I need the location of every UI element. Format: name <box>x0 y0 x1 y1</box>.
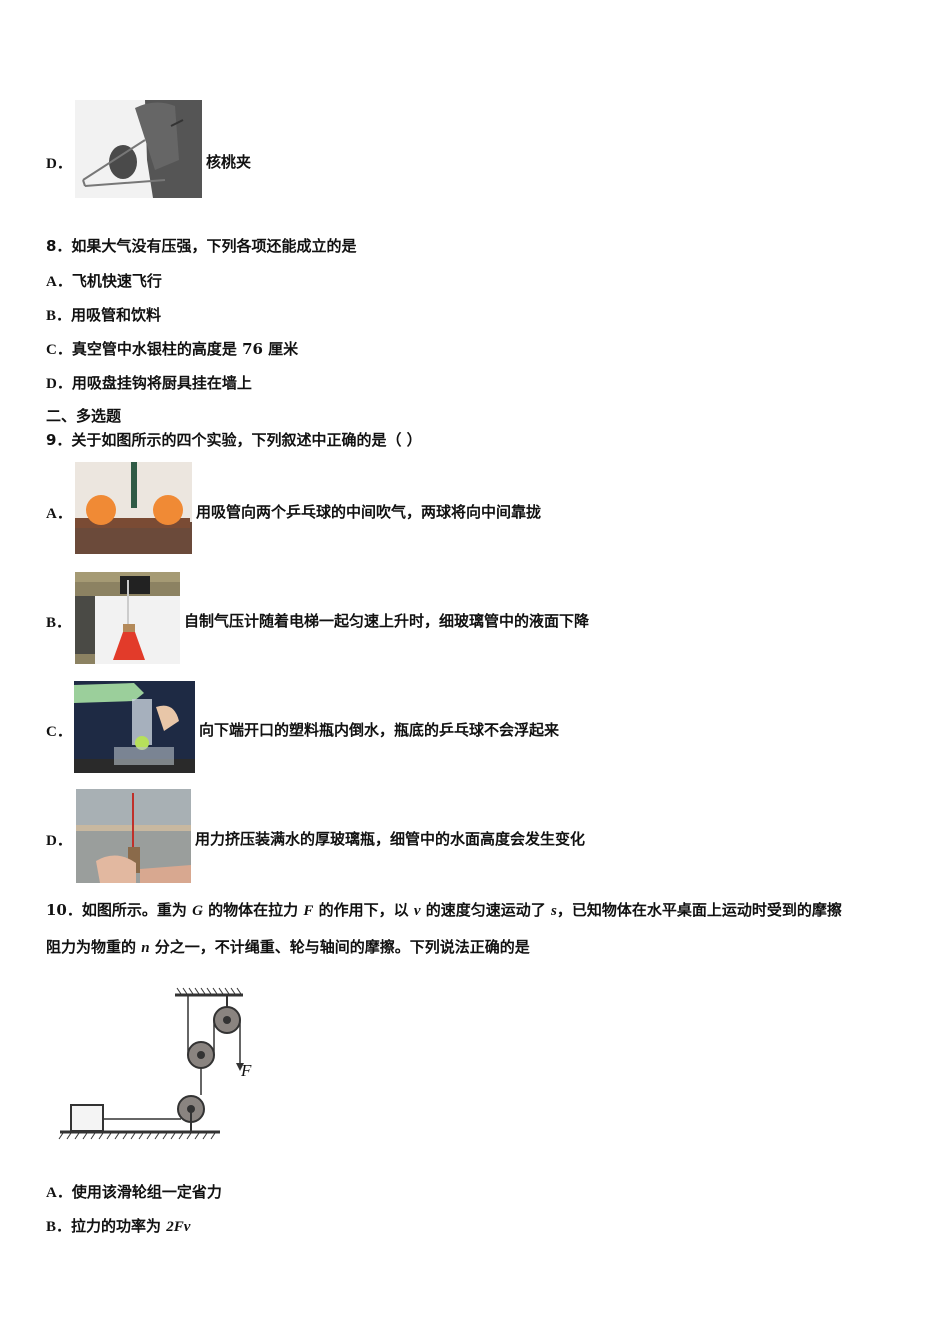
option-text: 拉力的功率为 <box>71 1217 167 1235</box>
q7-option-d-text: 核桃夹 <box>206 153 252 171</box>
q9-stem: 9．关于如图所示的四个实验，下列叙述中正确的是（ ） <box>46 431 422 449</box>
option-text: 用吸管和饮料 <box>71 306 162 324</box>
q8-option-d: D．用吸盘挂钩将厨具挂在墙上 <box>46 372 252 393</box>
option-text: 用吸盘挂钩将厨具挂在墙上 <box>71 374 252 392</box>
q10-stem-line2: 阻力为物重的 n 分之一，不计绳重、轮与轴间的摩擦。下列说法正确的是 <box>46 937 530 958</box>
stem-text: 的物体在拉力 <box>202 901 304 919</box>
nutcracker-image <box>75 100 202 198</box>
q8-option-c: C．真空管中水银柱的高度是 76 厘米 <box>46 338 298 359</box>
homemade-barometer-image <box>75 572 180 664</box>
q7-option-d-label: D． <box>46 156 72 172</box>
var-v: v <box>413 903 421 919</box>
q10-option-a: A．使用该滑轮组一定省力 <box>46 1181 222 1202</box>
q8-option-a: A．飞机快速飞行 <box>46 270 162 291</box>
stem-text: 阻力为物重的 <box>46 938 142 956</box>
option-text: 真空管中水银柱的高度是 76 厘米 <box>71 340 299 358</box>
option-label: A． <box>46 1185 72 1201</box>
bottle-ping-pong-image <box>74 681 195 773</box>
q8-option-b: B．用吸管和饮料 <box>46 304 161 325</box>
var-s: s <box>551 903 557 919</box>
option-formula: 2Fv <box>166 1219 191 1235</box>
q9-option-d-text: 用力挤压装满水的厚玻璃瓶，细管中的水面高度会发生变化 <box>195 830 586 848</box>
option-label: D． <box>46 376 72 392</box>
q9-option-a-label: A． <box>46 506 72 522</box>
q9-option-a-text: 用吸管向两个乒乓球的中间吹气，两球将向中间靠拢 <box>196 503 542 521</box>
q9-option-d-label: D． <box>46 833 72 849</box>
stem-text: 的作用下，以 <box>313 901 414 919</box>
q9-option-b-text: 自制气压计随着电梯一起匀速上升时，细玻璃管中的液面下降 <box>184 612 590 630</box>
var-n: n <box>141 940 150 956</box>
option-text: 使用该滑轮组一定省力 <box>71 1183 222 1201</box>
squeeze-bottle-image <box>76 789 191 883</box>
q9-option-c-text: 向下端开口的塑料瓶内倒水，瓶底的乒乓球不会浮起来 <box>199 721 560 739</box>
stem-text: 10．如图所示。重为 <box>46 901 193 919</box>
q10-stem-line1: 10．如图所示。重为 G 的物体在拉力 F 的作用下，以 v 的速度匀速运动了 … <box>46 900 842 921</box>
stem-text: ，已知物体在水平桌面上运动时受到的摩擦 <box>556 901 842 919</box>
option-label: B． <box>46 308 72 324</box>
var-F: F <box>303 903 314 919</box>
option-label: B． <box>46 1219 72 1235</box>
option-text: 飞机快速飞行 <box>71 272 162 290</box>
ping-pong-balls-image <box>75 462 192 554</box>
var-G: G <box>192 903 203 919</box>
q8-stem: 8．如果大气没有压强，下列各项还能成立的是 <box>46 237 357 255</box>
q9-option-c-label: C． <box>46 724 72 740</box>
stem-text: 分之一，不计绳重、轮与轴间的摩擦。下列说法正确的是 <box>149 938 530 956</box>
section-title: 二、多选题 <box>46 407 122 425</box>
pulley-system-diagram: F <box>55 985 275 1145</box>
force-label: F <box>241 1061 252 1080</box>
q10-option-b: B．拉力的功率为 2Fv <box>46 1215 190 1237</box>
stem-text: 的速度匀速运动了 <box>420 901 551 919</box>
option-label: A． <box>46 274 72 290</box>
q9-option-b-label: B． <box>46 615 72 631</box>
option-label: C． <box>46 342 72 358</box>
